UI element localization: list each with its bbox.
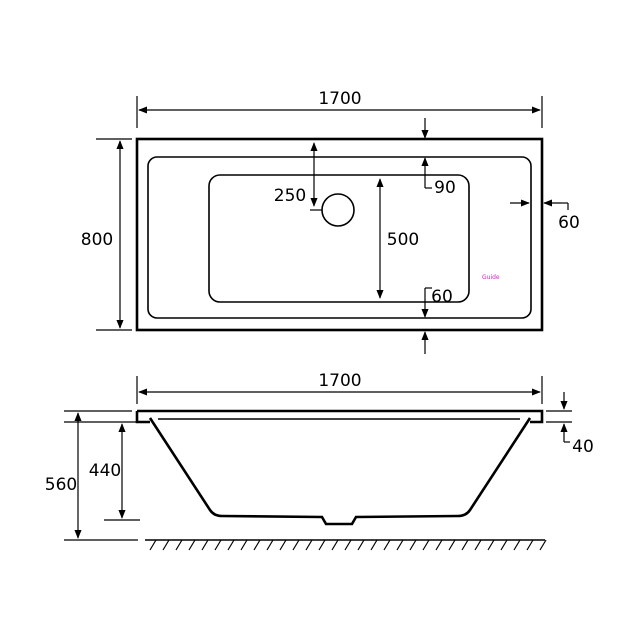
hatch-line [539,539,547,551]
hatch-line [279,539,287,551]
hatch-line [461,539,469,551]
side-rim-right [137,409,544,424]
bath-inner-basin [147,156,532,319]
tub-profile [148,417,532,526]
label-length-side: 1700 [318,371,361,391]
label-overall-height: 560 [45,475,77,495]
hatch-line [370,539,378,551]
hatch-line [318,539,326,551]
hatch-line [305,539,313,551]
hatch-line [357,539,365,551]
label-rim-top: 90 [434,178,456,198]
side-view: 1700 560 440 40 [45,371,594,551]
hatch-line [383,539,391,551]
dim-rim-thickness: 40 [546,392,594,457]
hatch-line [448,539,456,551]
side-rim-left [135,411,150,424]
hatch-line [435,539,443,551]
dim-length-top: 1700 [136,89,543,128]
hatch-line [422,539,430,551]
dim-overall-height: 560 [45,410,138,541]
dim-rim-top: 90 [421,118,456,198]
dim-waste-offset: 250 [274,142,322,211]
label-width: 800 [81,230,113,250]
hatch-line [344,539,352,551]
hatch-line [175,539,183,551]
hatch-line [396,539,404,551]
hatch-line [331,539,339,551]
label-rim-end: 60 [558,213,580,233]
hatch-line [474,539,482,551]
hatch-line [201,539,209,551]
dim-width: 800 [81,138,132,331]
bath-outer-rim [135,137,544,332]
floor-hatch [145,539,547,551]
hatch-line [487,539,495,551]
hatch-line [214,539,222,551]
watermark-text: Guide [482,274,500,281]
label-rim-thickness: 40 [572,437,594,457]
plan-view: 1700 800 250 500 90 [81,89,580,354]
hatch-line [409,539,417,551]
hatch-line [227,539,235,551]
hatch-line [188,539,196,551]
label-inner-depth: 440 [89,461,121,481]
hatch-line [149,539,157,551]
dim-inner-depth: 440 [64,421,140,521]
hatch-line [240,539,248,551]
dim-rim-end: 60 [510,199,580,233]
hatch-line [500,539,508,551]
label-length-top: 1700 [318,89,361,109]
label-inner-width: 500 [387,230,419,250]
label-waste-offset: 250 [274,186,306,206]
hatch-line [513,539,521,551]
hatch-line [253,539,261,551]
hatch-line [162,539,170,551]
label-rim-bottom: 60 [431,287,453,307]
dim-inner-width: 500 [376,178,419,299]
bath-floor [208,174,470,303]
waste-outlet-circle [321,193,355,227]
hatch-line [292,539,300,551]
dim-length-side: 1700 [136,371,543,404]
hatch-line [266,539,274,551]
hatch-line [526,539,534,551]
dim-rim-bottom: 60 [421,287,453,354]
